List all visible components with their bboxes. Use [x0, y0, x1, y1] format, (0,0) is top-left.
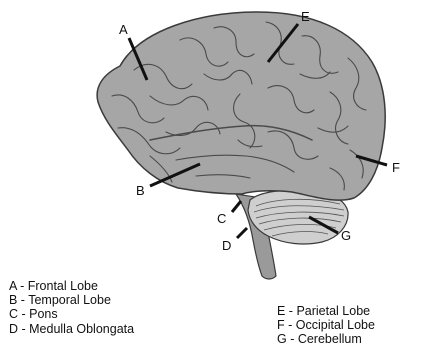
- label-d: D: [222, 238, 231, 253]
- legend-right: E - Parietal Lobe F - Occipital Lobe G -…: [277, 304, 375, 347]
- label-e: E: [301, 9, 310, 24]
- label-a: A: [119, 22, 128, 37]
- legend-item-cerebellum: G - Cerebellum: [277, 332, 375, 346]
- legend-item-pons: C - Pons: [9, 307, 134, 321]
- legend-item-temporal-lobe: B - Temporal Lobe: [9, 293, 134, 307]
- pointer-d: [237, 228, 247, 238]
- legend-item-medulla-oblongata: D - Medulla Oblongata: [9, 322, 134, 336]
- label-b: B: [136, 183, 145, 198]
- cerebrum: [97, 12, 385, 200]
- legend-item-occipital-lobe: F - Occipital Lobe: [277, 318, 375, 332]
- label-g: G: [341, 228, 351, 243]
- pointer-c: [232, 201, 241, 212]
- legend-left: A - Frontal Lobe B - Temporal Lobe C - P…: [9, 279, 134, 336]
- legend-item-frontal-lobe: A - Frontal Lobe: [9, 279, 134, 293]
- label-c: C: [217, 211, 226, 226]
- label-f: F: [392, 160, 400, 175]
- legend-item-parietal-lobe: E - Parietal Lobe: [277, 304, 375, 318]
